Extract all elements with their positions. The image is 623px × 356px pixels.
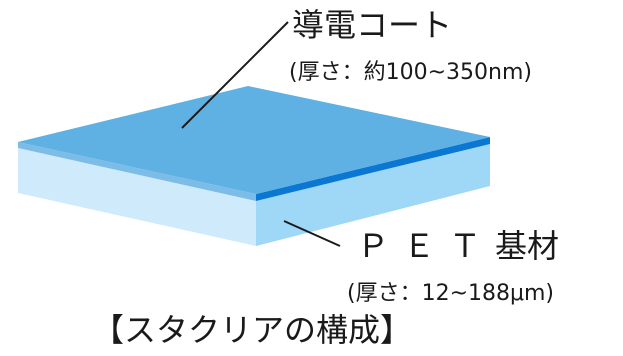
coat-front-edge [256,137,490,201]
coat-left-edge [18,142,256,201]
pet-leader-line [283,220,341,247]
coat-leader-line [181,21,289,129]
conductive-coat-label: 導電コート [292,6,453,44]
conductive-coat-thickness: (厚さ：約100~350nm) [289,60,532,85]
coat-top-face [18,86,490,194]
pet-left-face [18,148,256,246]
diagram-caption: 【スタクリアの構成】 [92,311,413,349]
pet-substrate-thickness: (厚さ：12~188μm) [347,281,555,306]
pet-substrate-label-kanji: 基材 [495,227,560,265]
pet-substrate-label-latin: ＰＥＴ [357,227,496,265]
pet-substrate-label: ＰＥＴ基材 [357,230,559,262]
pet-front-face [256,144,490,246]
